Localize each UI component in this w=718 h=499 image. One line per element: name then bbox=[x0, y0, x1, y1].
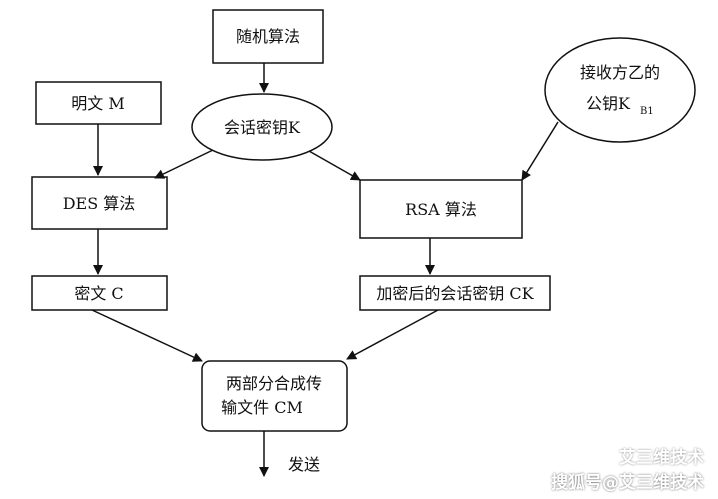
watermark-channel: 艾三维技术 bbox=[599, 443, 704, 468]
combine-line2: 输文件 CM bbox=[221, 398, 303, 417]
arrow-ciphertext-to-combine bbox=[91, 309, 203, 362]
rsa-algorithm-box: RSA 算法 bbox=[359, 179, 523, 239]
plaintext-label: 明文 M bbox=[71, 94, 124, 113]
arrow-session-to-des bbox=[154, 149, 214, 179]
random-algorithm-box: 随机算法 bbox=[212, 9, 324, 64]
receiver-key-line2: 公钥K bbox=[586, 94, 631, 113]
send-label: 发送 bbox=[288, 455, 320, 474]
encrypted-session-key-label: 加密后的会话密钥 CK bbox=[376, 284, 534, 303]
watermark: 艾三维技术 搜狐号@艾三维技术 bbox=[551, 443, 704, 493]
arrow-pubkey-to-rsa bbox=[521, 121, 559, 181]
random-algorithm-label: 随机算法 bbox=[236, 27, 300, 46]
combine-line1: 两部分合成传 bbox=[226, 374, 322, 393]
encrypted-session-key-box: 加密后的会话密钥 CK bbox=[359, 275, 551, 311]
session-key-label: 会话密钥K bbox=[224, 118, 301, 137]
arrow-session-to-rsa bbox=[308, 150, 361, 181]
ciphertext-label: 密文 C bbox=[74, 284, 123, 303]
combine-file-box: 两部分合成传 输文件 CM bbox=[201, 360, 348, 432]
plaintext-box: 明文 M bbox=[35, 81, 162, 125]
receiver-key-line1: 接收方乙的 bbox=[580, 63, 660, 82]
receiver-public-key-ellipse: 接收方乙的 公钥K B1 bbox=[544, 37, 696, 143]
des-algorithm-label: DES 算法 bbox=[63, 194, 136, 213]
des-algorithm-box: DES 算法 bbox=[31, 176, 168, 230]
arrow-encrypted-key-to-combine bbox=[346, 309, 439, 360]
watermark-channel-text: 艾三维技术 bbox=[619, 448, 704, 468]
watermark-source: 搜狐号@艾三维技术 bbox=[551, 473, 704, 493]
chat-bubble-icon bbox=[599, 449, 615, 462]
ciphertext-box: 密文 C bbox=[31, 275, 168, 311]
receiver-key-subscript: B1 bbox=[640, 106, 654, 117]
rsa-algorithm-label: RSA 算法 bbox=[405, 200, 477, 219]
session-key-ellipse: 会话密钥K bbox=[191, 93, 333, 161]
